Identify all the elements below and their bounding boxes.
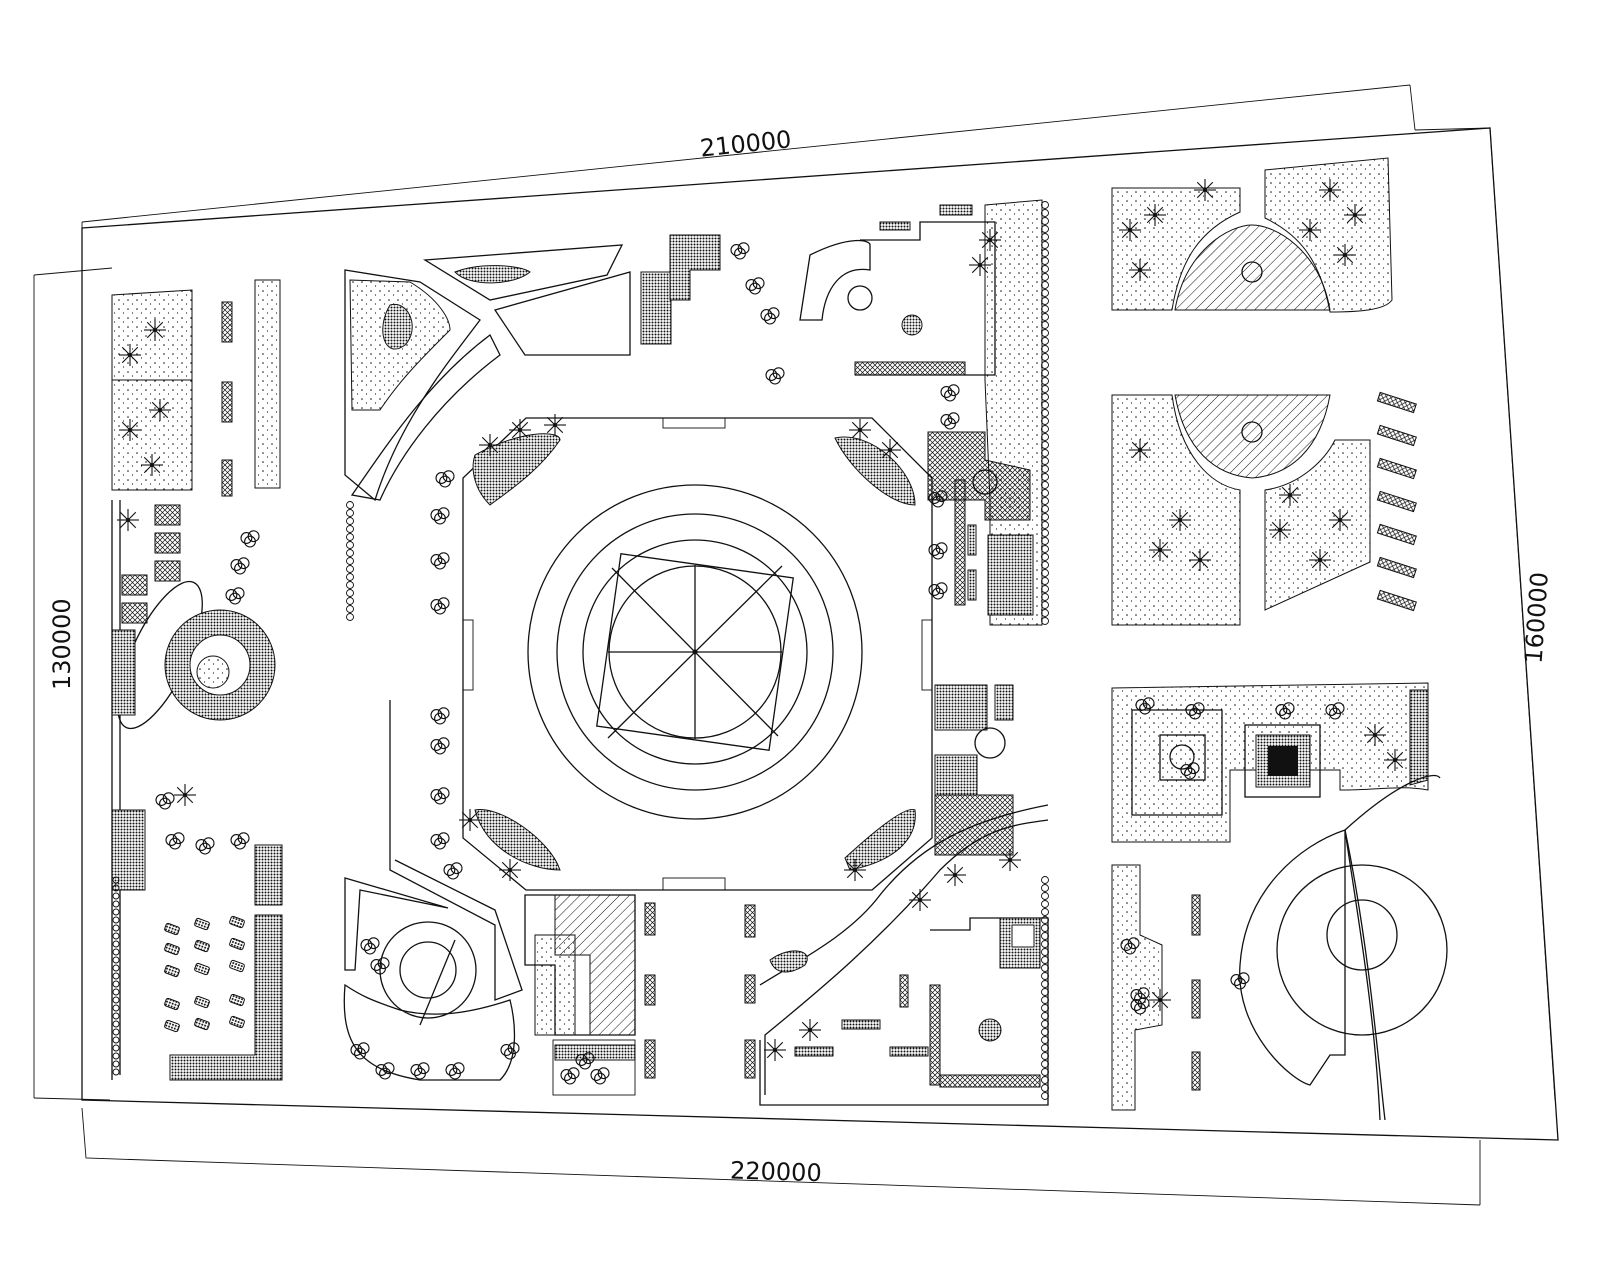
lower-left-garden [343,700,636,1096]
lower-middle-plaza [644,684,1049,1106]
tree-symbols [117,179,1406,1085]
upper-right-plaza [799,199,1043,626]
site-boundary [81,127,1559,1141]
dimension-bottom-label: 220000 [730,1157,822,1188]
dimension-top-label: 210000 [699,125,793,162]
dimension-left-label: 130000 [48,598,76,690]
right-lower-gardens [1111,682,1448,1121]
dimension-right: 160000 [1414,127,1556,1101]
circle-borders [112,201,1049,1100]
dimension-left: 130000 [33,267,113,1101]
upper-left-gardens [344,234,721,502]
left-zone [111,279,283,1081]
dimension-bottom: 220000 [81,1107,1481,1206]
right-upper-gardens [1111,157,1417,626]
central-square [462,417,933,891]
